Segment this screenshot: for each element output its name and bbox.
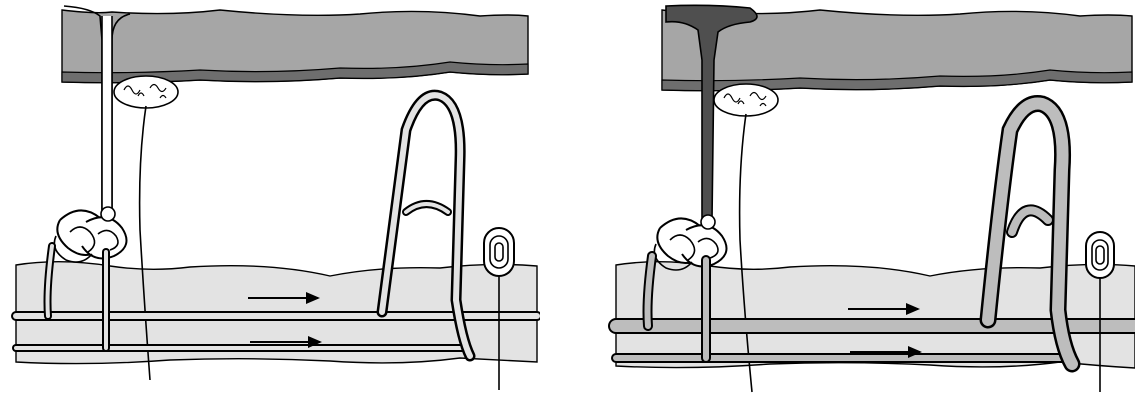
flow-arrow-upper — [248, 292, 320, 304]
coiled-gland — [53, 206, 128, 263]
lamellar-corpuscle — [1085, 231, 1115, 392]
flow-arrow-lower — [850, 346, 922, 358]
vessel-network — [608, 95, 1135, 373]
nerve-ending-cluster — [113, 75, 179, 109]
flow-arrow-lower — [250, 336, 322, 348]
diagram-panel-right — [600, 0, 1135, 397]
nerve-ending-squiggles — [723, 91, 767, 107]
vessel-network — [11, 89, 540, 362]
duct-lumen — [102, 16, 112, 212]
flow-arrow-upper — [848, 303, 920, 315]
upper-band-edge — [61, 61, 529, 84]
lamellar-corpuscle — [483, 227, 515, 390]
nerve-ending-cluster — [713, 83, 779, 117]
upper-band-edge — [661, 69, 1133, 92]
diagram-left-svg — [11, 5, 540, 390]
nerve-ending-squiggles — [123, 83, 167, 99]
lower-band — [615, 261, 1135, 369]
vertical-duct-filled — [665, 4, 758, 221]
coiled-gland — [653, 214, 728, 271]
diagram-panel-left — [0, 0, 540, 397]
nerve-fiber — [138, 105, 151, 381]
diagram-right-svg — [608, 4, 1135, 393]
nerve-fiber — [738, 113, 753, 393]
